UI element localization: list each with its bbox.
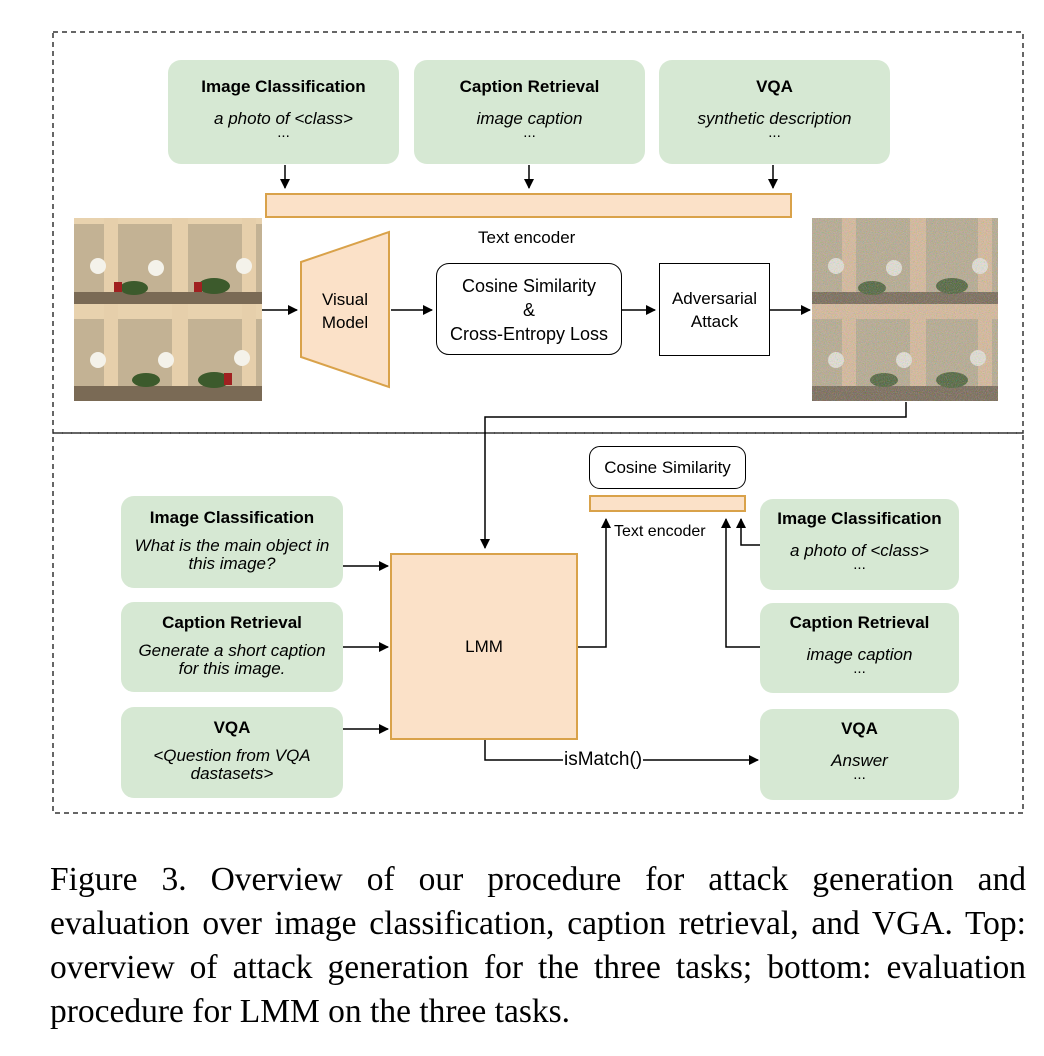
top-task-text: a photo of <class> <box>214 109 353 128</box>
prompt-vqa: VQA <Question from VQA dastasets> <box>121 707 343 798</box>
top-task-title: Image Classification <box>201 77 366 96</box>
bottom-text-encoder-bar <box>589 495 746 512</box>
loss-label-line1: Cosine Similarity <box>461 276 597 296</box>
target-vqa: VQA Answer ... <box>760 709 959 800</box>
prompt-title: VQA <box>213 718 251 737</box>
prompt-text-line1: What is the main object in <box>134 536 330 555</box>
figure-caption: Figure 3. Overview of our procedure for … <box>50 861 1026 1030</box>
lmm-label: LMM <box>465 637 503 656</box>
loss-label-line3: Cross-Entropy Loss <box>449 324 609 344</box>
attack-label-line1: Adversarial <box>671 289 758 308</box>
target-text: a photo of <class> <box>790 541 929 560</box>
prompt-image-classification: Image Classification What is the main ob… <box>121 496 343 588</box>
clean-input-image <box>74 218 262 401</box>
ismatch-label: isMatch() <box>563 749 644 771</box>
top-task-dots: ... <box>768 124 781 141</box>
adversarial-attack-box: Adversarial Attack <box>659 263 770 356</box>
arrow-target1-to-encoder <box>736 518 760 546</box>
target-dots: ... <box>853 556 866 573</box>
target-dots: ... <box>853 660 866 677</box>
bottom-text-encoder-label: Text encoder <box>614 523 706 540</box>
top-task-image-classification: Image Classification a photo of <class> … <box>168 60 399 164</box>
top-task-title: Caption Retrieval <box>459 77 600 96</box>
top-task-text: synthetic description <box>697 109 852 128</box>
target-caption-retrieval: Caption Retrieval image caption ... <box>760 603 959 693</box>
arrow-lmm-ismatch-to-answer <box>484 740 759 765</box>
target-title: Caption Retrieval <box>789 613 930 632</box>
loss-label-line2: & <box>522 300 535 320</box>
prompt-text-line2: dastasets> <box>190 764 274 783</box>
arrow-target2-to-encoder <box>721 518 760 648</box>
prompt-text-line2: for this image. <box>178 659 286 678</box>
top-section-frame <box>52 31 1024 434</box>
visual-model-label-line1: Visual <box>322 290 368 309</box>
target-text: Answer <box>831 751 888 770</box>
top-task-text: image caption <box>476 109 583 128</box>
target-text: image caption <box>806 645 913 664</box>
cosine-similarity-label: Cosine Similarity <box>604 458 731 477</box>
prompt-title: Image Classification <box>149 508 315 527</box>
top-task-dots: ... <box>523 124 536 141</box>
target-title: VQA <box>841 719 878 738</box>
attack-label-line2: Attack <box>690 312 739 331</box>
prompt-text-line1: Generate a short caption <box>138 641 326 660</box>
visual-model-label: Visual Model <box>305 288 385 334</box>
top-text-encoder-bar <box>265 193 792 218</box>
visual-model-label-line2: Model <box>321 313 369 332</box>
loss-box: Cosine Similarity & Cross-Entropy Loss <box>436 263 622 355</box>
target-image-classification: Image Classification a photo of <class> … <box>760 499 959 590</box>
top-text-encoder-label: Text encoder <box>478 228 576 247</box>
clean-image-graphic <box>74 218 262 401</box>
prompt-text-line2: this image? <box>188 554 276 573</box>
prompt-text-line1: <Question from VQA <box>153 746 311 765</box>
visual-model-shape <box>300 230 390 389</box>
top-task-vqa: VQA synthetic description ... <box>659 60 890 164</box>
adversarial-image-graphic <box>812 218 998 401</box>
top-task-caption-retrieval: Caption Retrieval image caption ... <box>414 60 645 164</box>
top-task-dots: ... <box>277 124 290 141</box>
top-task-title: VQA <box>756 77 793 96</box>
target-title: Image Classification <box>777 509 942 528</box>
target-dots: ... <box>853 766 866 783</box>
prompt-caption-retrieval: Caption Retrieval Generate a short capti… <box>121 602 343 692</box>
arrow-lmm-to-encoder <box>578 518 611 648</box>
arrow-adv-image-to-lmm <box>480 402 907 549</box>
cosine-similarity-box: Cosine Similarity <box>589 446 746 489</box>
lmm-box: LMM <box>390 553 578 740</box>
prompt-title: Caption Retrieval <box>162 613 302 632</box>
adversarial-image <box>812 218 998 401</box>
